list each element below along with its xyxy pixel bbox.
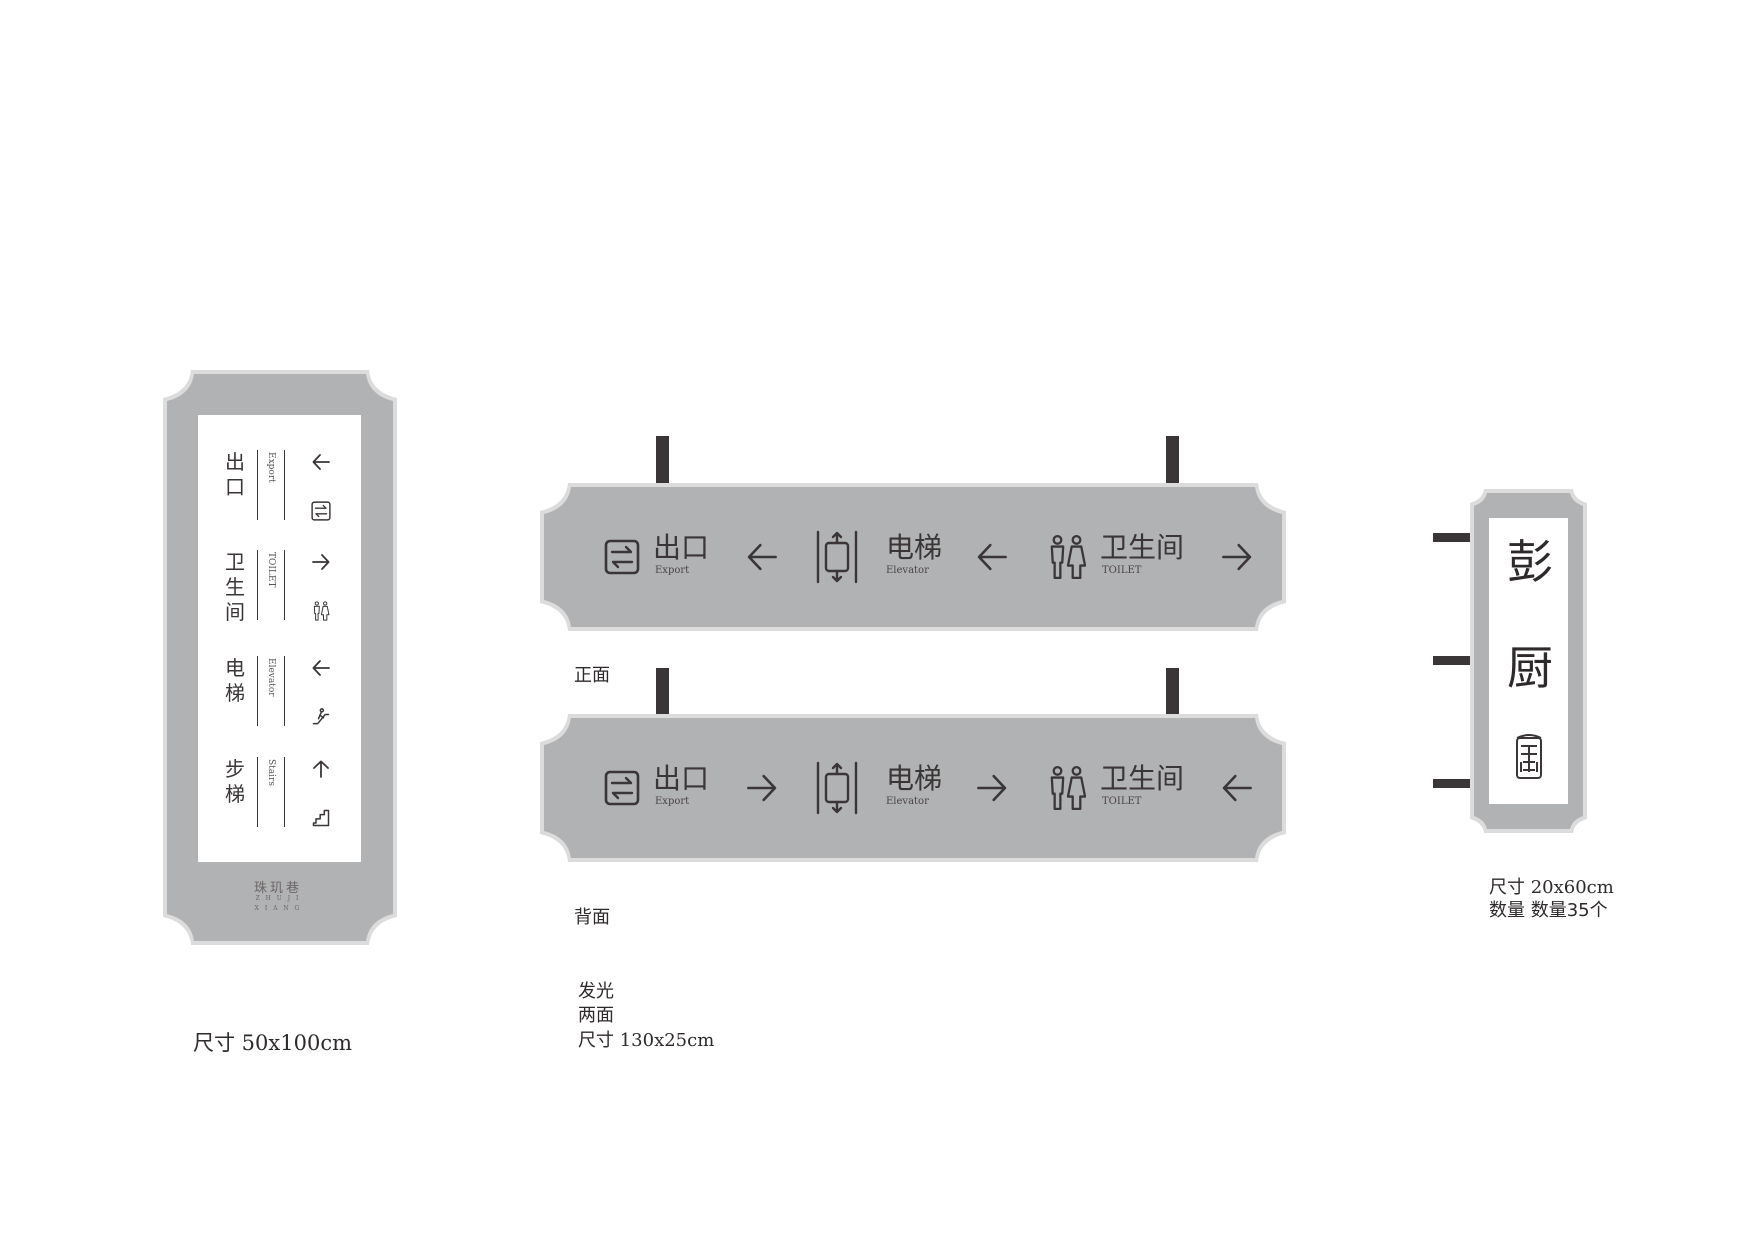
hanging-note-3: 尺寸 130x25cm — [578, 1030, 715, 1051]
toilet-icon — [1048, 534, 1086, 580]
blade-sign-frame — [1470, 489, 1587, 833]
toilet-icon — [311, 601, 331, 621]
sign-label-en: Export — [655, 565, 690, 576]
vertical-divider — [284, 757, 285, 827]
blade-sign — [1470, 489, 1587, 833]
vertical-row-en: Stairs — [266, 759, 276, 786]
elevator-icon — [815, 761, 859, 815]
vertical-sign — [163, 370, 397, 945]
seal-logo-icon — [1515, 732, 1543, 782]
front-sign — [540, 483, 1286, 631]
vertical-size-label: 尺寸 50x100cm — [193, 1031, 352, 1055]
vertical-divider — [284, 656, 285, 726]
vertical-row-cn: 出口 — [225, 450, 245, 499]
sign-label-cn: 电梯 — [886, 762, 943, 795]
sign-label-cn: 出口 — [653, 762, 710, 795]
vertical-row-en: Export — [266, 452, 276, 483]
vertical-row-cn: 步梯 — [225, 757, 245, 806]
arrow-right-icon — [311, 552, 331, 572]
sign-label-cn: 出口 — [653, 531, 710, 564]
vertical-row-cn: 电梯 — [225, 656, 245, 705]
blade-bracket-top — [1433, 533, 1473, 542]
vertical-divider — [284, 550, 285, 620]
arrow-left-icon — [311, 452, 331, 472]
arrow-right-icon — [1220, 540, 1254, 574]
sign-label-en: TOILET — [1102, 565, 1142, 576]
sign-label-en: Export — [655, 796, 690, 807]
vertical-divider — [257, 656, 258, 726]
back-label: 背面 — [574, 907, 610, 928]
vertical-row-en: TOILET — [266, 552, 276, 588]
vertical-divider — [284, 450, 285, 520]
back-pole-left — [656, 668, 669, 714]
exit-icon — [604, 770, 640, 806]
arrow-right-icon — [975, 771, 1009, 805]
blade-qty-label: 数量 数量35个 — [1489, 900, 1608, 921]
sign-label-cn: 卫生间 — [1100, 762, 1185, 795]
vertical-brand-name: 珠玑巷 — [253, 881, 302, 896]
blade-char-1: 彭 — [1507, 535, 1553, 589]
vertical-sign-frame — [163, 370, 397, 945]
arrow-left-icon — [975, 540, 1009, 574]
vertical-brand-en-1: Z H U J I — [255, 895, 301, 902]
vertical-row-en: Elevator — [266, 658, 276, 697]
elevator-icon — [815, 530, 859, 584]
vertical-divider — [257, 450, 258, 520]
exit-icon — [604, 539, 640, 575]
front-label: 正面 — [574, 665, 610, 686]
vertical-brand-en-2: X I A N G — [254, 905, 302, 912]
arrow-left-icon — [745, 540, 779, 574]
exit-icon — [311, 501, 331, 521]
back-sign-frame — [540, 714, 1286, 862]
blade-size-label: 尺寸 20x60cm — [1489, 877, 1614, 898]
stairs-icon — [311, 808, 331, 828]
hanging-note-2: 两面 — [578, 1005, 614, 1026]
front-pole-right — [1166, 436, 1179, 484]
sign-label-cn: 电梯 — [886, 531, 943, 564]
back-sign — [540, 714, 1286, 862]
arrow-left-icon — [1220, 771, 1254, 805]
vertical-divider — [257, 550, 258, 620]
arrow-right-icon — [745, 771, 779, 805]
sign-label-en: Elevator — [886, 565, 929, 576]
back-pole-right — [1166, 668, 1179, 714]
blade-bracket-middle — [1433, 656, 1473, 665]
blade-bracket-bottom — [1433, 779, 1473, 788]
escalator-icon — [311, 707, 331, 727]
toilet-icon — [1048, 765, 1086, 811]
arrow-up-icon — [311, 759, 331, 779]
hanging-note-1: 发光 — [578, 981, 614, 1002]
blade-char-2: 厨 — [1507, 641, 1553, 695]
vertical-divider — [257, 757, 258, 827]
arrow-left-icon — [311, 658, 331, 678]
sign-label-en: TOILET — [1102, 796, 1142, 807]
vertical-row-cn: 卫生间 — [225, 550, 245, 624]
sign-label-en: Elevator — [886, 796, 929, 807]
sign-label-cn: 卫生间 — [1100, 531, 1185, 564]
front-pole-left — [656, 436, 669, 484]
front-sign-frame — [540, 483, 1286, 631]
